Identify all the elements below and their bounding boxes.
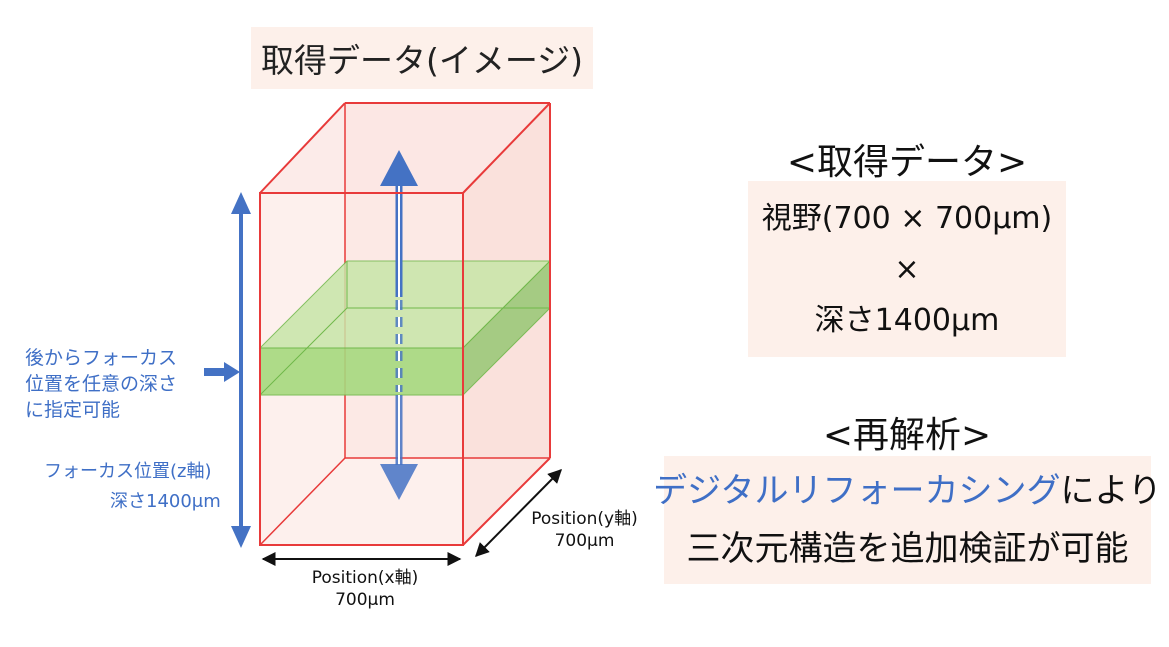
focus-pointer-arrow <box>204 362 240 382</box>
slab-back-edges <box>259 261 550 396</box>
reanalysis-highlight: デジタルリフォーカシング <box>653 471 1061 511</box>
y-axis-title: Position(y軸) <box>531 509 638 529</box>
focus-shift-arrow <box>380 150 418 500</box>
box-top-face <box>260 103 550 193</box>
reanalysis-box: デジタルリフォーカシングにより 三次元構造を追加検証が可能 <box>653 456 1162 584</box>
acquired-header: <取得データ> <box>786 142 1028 183</box>
reanalysis-line-2: 三次元構造を追加検証が可能 <box>686 529 1129 569</box>
z-axis-arrow <box>231 192 251 548</box>
reanalysis-line-1-rest: により <box>1060 471 1162 511</box>
x-axis-label: Position(x軸) 700μm <box>300 567 430 611</box>
x-axis-size: 700μm <box>335 590 395 610</box>
box-front-edges <box>259 102 551 546</box>
y-axis-label: Position(y軸) 700μm <box>517 508 652 552</box>
reanalysis-line-1: デジタルリフォーカシングにより <box>653 462 1162 520</box>
z-axis-depth: 深さ1400μm <box>110 491 221 512</box>
z-axis-label: フォーカス位置(z軸) <box>44 461 212 482</box>
x-axis-title: Position(x軸) <box>311 568 419 588</box>
acquired-line-2: × <box>894 251 920 287</box>
acquired-line-3: 深さ1400μm <box>814 302 1000 338</box>
y-axis-size: 700μm <box>554 531 615 551</box>
focus-note-line-2: 位置を任意の深さ <box>25 373 178 395</box>
slab-front-face <box>259 347 464 396</box>
focus-note-line-3: に指定可能 <box>25 399 121 421</box>
reanalysis-header: <再解析> <box>822 415 992 456</box>
acquired-line-1: 視野(700 × 700μm) <box>761 200 1053 236</box>
y-axis-arrow <box>475 469 562 557</box>
diagram-title: 取得データ(イメージ) <box>251 27 593 89</box>
focus-note: 後からフォーカス 位置を任意の深さ に指定可能 <box>25 345 177 423</box>
focus-note-line-1: 後からフォーカス <box>25 347 178 369</box>
acquired-box: 視野(700 × 700μm) × 深さ1400μm <box>748 181 1066 357</box>
